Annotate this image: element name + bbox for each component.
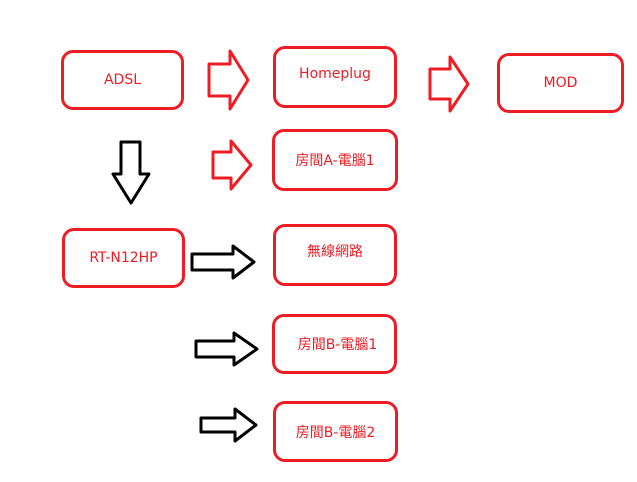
node-room-b-pc2-label: 房間B-電腦2 xyxy=(295,424,376,441)
node-adsl-label: ADSL xyxy=(103,72,142,88)
arrow-to-room-b-pc1 xyxy=(194,331,259,367)
arrow-to-room-b-pc2 xyxy=(199,407,258,443)
node-homeplug-label: Homeplug xyxy=(299,66,371,82)
node-router: RT-N12HP xyxy=(62,228,185,288)
node-mod-label: MOD xyxy=(543,75,578,91)
node-room-a-pc1-label: 房間A-電腦1 xyxy=(295,153,375,169)
node-room-b-pc1: 房間B-電腦1 xyxy=(272,314,397,374)
node-room-b-pc2: 房間B-電腦2 xyxy=(273,401,398,462)
arrow-to-room-a-pc1 xyxy=(211,139,253,191)
node-router-label: RT-N12HP xyxy=(89,250,158,266)
arrow-adsl-to-router xyxy=(111,140,151,205)
arrow-router-to-wireless xyxy=(190,244,256,280)
arrow-adsl-to-homeplug xyxy=(207,49,250,111)
node-room-b-pc1-label: 房間B-電腦1 xyxy=(297,337,378,353)
arrow-homeplug-to-mod xyxy=(428,55,470,113)
node-adsl: ADSL xyxy=(61,50,184,110)
node-wireless-label: 無線網路 xyxy=(307,244,363,260)
node-room-a-pc1: 房間A-電腦1 xyxy=(272,129,398,191)
node-mod: MOD xyxy=(497,53,624,113)
node-homeplug: Homeplug xyxy=(273,46,397,108)
node-wireless: 無線網路 xyxy=(273,224,397,286)
